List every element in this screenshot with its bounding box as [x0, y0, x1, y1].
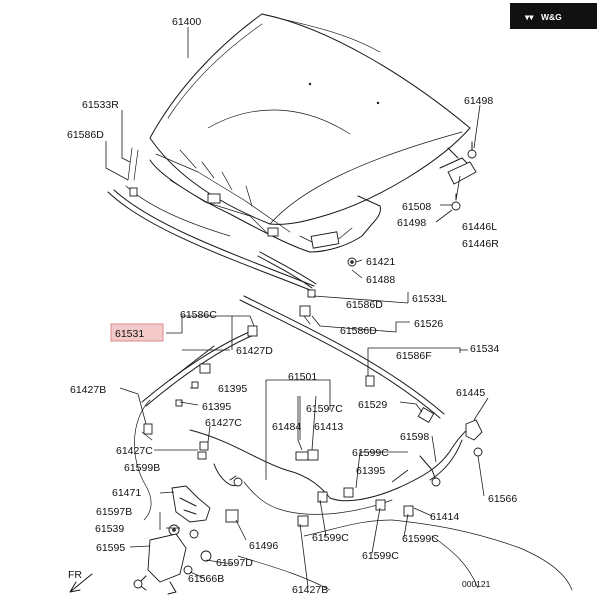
part-label-61414: 61414: [430, 511, 459, 523]
part-label-61586f: 61586F: [396, 350, 432, 362]
part-label-61395-b: 61395: [202, 401, 231, 413]
part-label-61598: 61598: [400, 431, 429, 443]
part-label-61496: 61496: [249, 540, 278, 552]
part-label-61446l: 61446L: [462, 221, 497, 233]
front-direction-arrow: [69, 573, 93, 593]
part-label-61395-c: 61395: [356, 465, 385, 477]
hood-panel: [149, 13, 471, 225]
part-label-61597b: 61597B: [96, 506, 132, 518]
part-label-61586d: 61586D: [67, 129, 104, 141]
line-art: [69, 13, 573, 595]
part-label-61586d-mid: 61586D: [346, 299, 383, 311]
part-label-61400: 61400: [172, 16, 201, 28]
highlight-box-61531: [110, 323, 164, 342]
part-label-61595: 61595: [96, 542, 125, 554]
part-label-61445: 61445: [456, 387, 485, 399]
part-label-61539: 61539: [95, 523, 124, 535]
part-label-61597c: 61597C: [306, 403, 343, 415]
part-label-61534: 61534: [470, 343, 499, 355]
part-label-61427b: 61427B: [70, 384, 106, 396]
part-label-61501: 61501: [288, 371, 317, 383]
part-label-61413: 61413: [314, 421, 343, 433]
part-label-61599c-d: 61599C: [362, 550, 399, 562]
direction-label: FR: [68, 569, 82, 581]
part-label-61421: 61421: [366, 256, 395, 268]
part-label-61446r: 61446R: [462, 238, 499, 250]
part-label-61498-lower: 61498: [397, 217, 426, 229]
part-label-61599b: 61599B: [124, 462, 160, 474]
part-label-61586d-low: 61586D: [340, 325, 377, 337]
part-label-61597d: 61597D: [216, 557, 253, 569]
part-label-61586c: 61586C: [180, 309, 217, 321]
part-label-61533l: 61533L: [412, 293, 447, 305]
part-label-61395-a: 61395: [218, 383, 247, 395]
lower-bracket-61595: [147, 533, 187, 583]
brand-logo-mark: ▾▾: [524, 12, 534, 22]
fender-outline: [134, 399, 153, 521]
part-label-61498: 61498: [464, 95, 493, 107]
hood-inner-frame: [149, 159, 381, 253]
part-label-61427c-a: 61427C: [205, 417, 242, 429]
part-label-61529: 61529: [358, 399, 387, 411]
release-cable: [189, 425, 473, 502]
seal-61534: [239, 295, 445, 419]
part-label-61531: 61531: [115, 328, 144, 340]
seal-61531: [141, 329, 257, 407]
leader-lines: [105, 27, 489, 588]
part-label-61566b: 61566B: [188, 573, 224, 585]
brand-logo: ▾▾ W&G: [510, 3, 597, 29]
weatherstrip-61533r: [107, 189, 315, 291]
part-label-61427c-b: 61427C: [116, 445, 153, 457]
part-label-61533r: 61533R: [82, 99, 119, 111]
diagram-code: 000121: [462, 579, 491, 589]
part-label-61599c-a: 61599C: [352, 447, 389, 459]
part-label-61526: 61526: [414, 318, 443, 330]
part-label-61484: 61484: [272, 421, 301, 433]
part-label-61427b-low: 61427B: [292, 584, 328, 596]
part-label-61508: 61508: [402, 201, 431, 213]
part-label-61488: 61488: [366, 274, 395, 286]
part-label-61427d: 61427D: [236, 345, 273, 357]
part-labels: 61400 61533R 61586D 61498 61508 61498 61…: [67, 16, 517, 596]
part-label-61566: 61566: [488, 493, 517, 505]
part-label-61599c-b: 61599C: [312, 532, 349, 544]
part-label-61471: 61471: [112, 487, 141, 499]
brand-logo-text: W&G: [541, 12, 562, 22]
part-label-61599c-c: 61599C: [402, 533, 439, 545]
